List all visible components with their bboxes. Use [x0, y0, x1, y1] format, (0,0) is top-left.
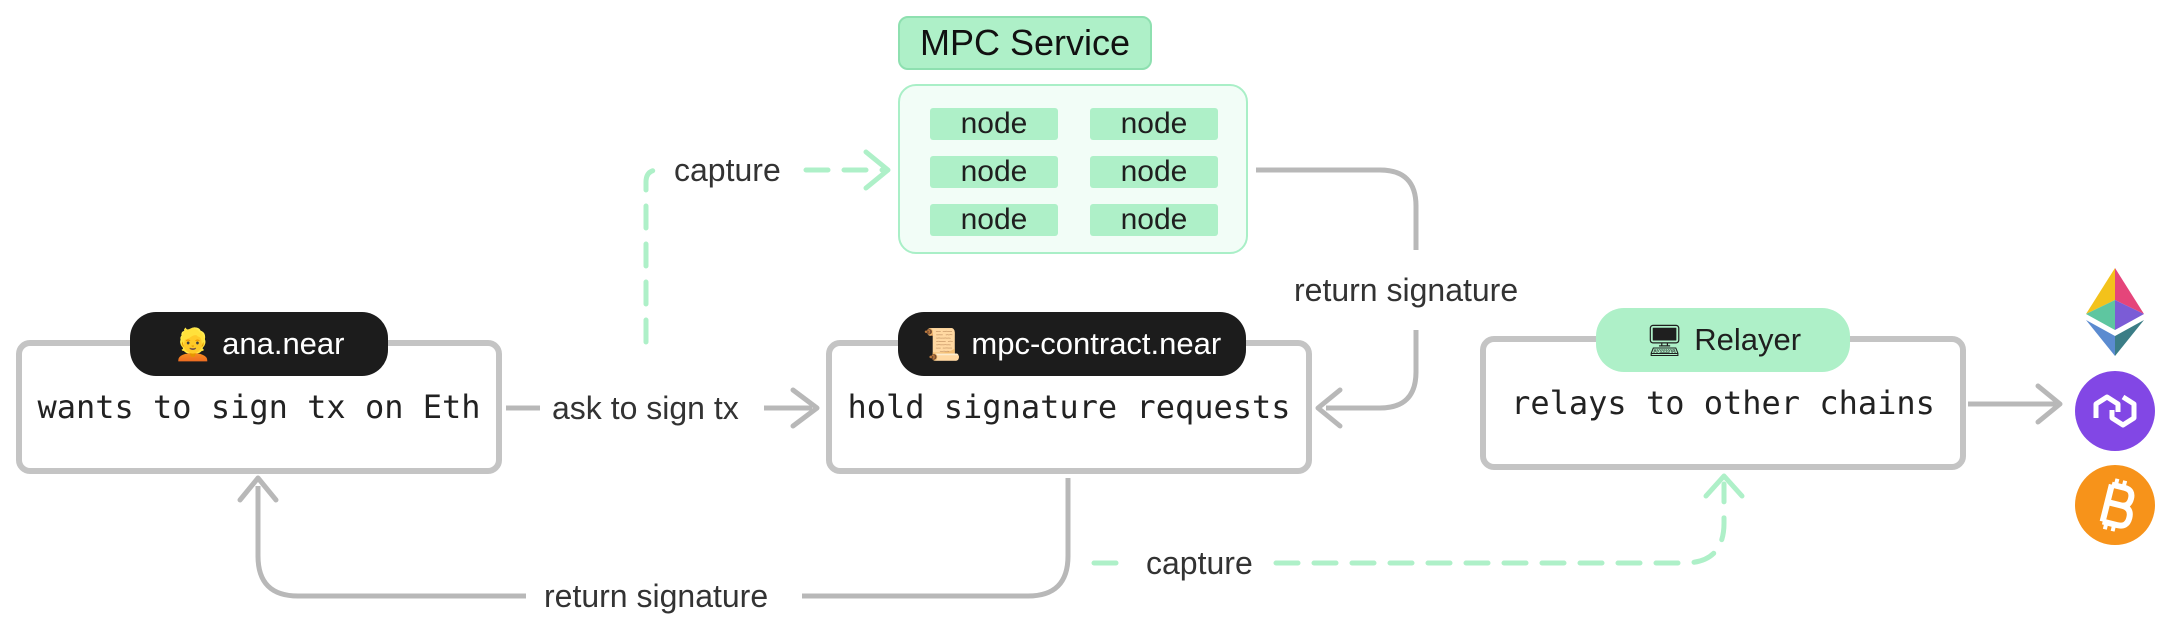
edge-return-signature-right	[1256, 167, 1419, 429]
edge-label-ask-to-sign: ask to sign tx	[542, 388, 749, 428]
user-badge: 👱 ana.near	[130, 312, 388, 376]
contract-box-text: hold signature requests	[847, 388, 1291, 426]
edge-return-signature-bottom	[237, 475, 1071, 599]
arrowhead-icon	[1315, 387, 1343, 429]
edge-capture-bottom	[1091, 473, 1745, 566]
edge-label-capture-bottom: capture	[1136, 543, 1263, 583]
arrowhead-icon	[863, 149, 891, 191]
relayer-badge-label: Relayer	[1694, 322, 1802, 357]
server-emoji-icon: 🖥	[1644, 322, 1685, 358]
mpc-node: node	[930, 107, 1058, 140]
mpc-node: node	[1090, 107, 1218, 140]
scroll-emoji-icon: 📜	[922, 326, 962, 362]
arrowhead-icon	[1703, 473, 1745, 499]
relayer-badge: 🖥 Relayer	[1596, 308, 1850, 372]
contract-badge-label: mpc-contract.near	[971, 326, 1222, 361]
contract-badge: 📜 mpc-contract.near	[898, 312, 1246, 376]
arrowhead-icon	[2035, 383, 2063, 425]
mpc-node: node	[930, 155, 1058, 188]
arrowhead-icon	[237, 475, 279, 503]
edge-to-chains	[1968, 383, 2063, 425]
edge-label-return-signature-right: return signature	[1284, 270, 1529, 310]
mpc-service-box: node node node node node node	[898, 84, 1248, 254]
polygon-logo-icon	[2075, 371, 2155, 451]
mpc-service-title: MPC Service	[898, 16, 1152, 70]
user-badge-label: ana.near	[222, 326, 345, 361]
bitcoin-logo-icon	[2075, 465, 2155, 545]
arrowhead-icon	[790, 387, 820, 429]
ethereum-logo-icon	[2086, 268, 2144, 356]
edge-capture-top	[643, 149, 891, 345]
user-box-text: wants to sign tx on Eth	[37, 388, 481, 426]
mpc-node: node	[930, 203, 1058, 236]
person-emoji-icon: 👱	[173, 326, 213, 362]
edge-label-capture-top: capture	[664, 150, 791, 190]
mpc-node: node	[1090, 203, 1218, 236]
mpc-node: node	[1090, 155, 1218, 188]
edge-ask-to-sign	[506, 387, 820, 429]
relayer-box-text: relays to other chains	[1511, 384, 1935, 422]
edge-label-return-signature-bottom: return signature	[534, 576, 779, 616]
